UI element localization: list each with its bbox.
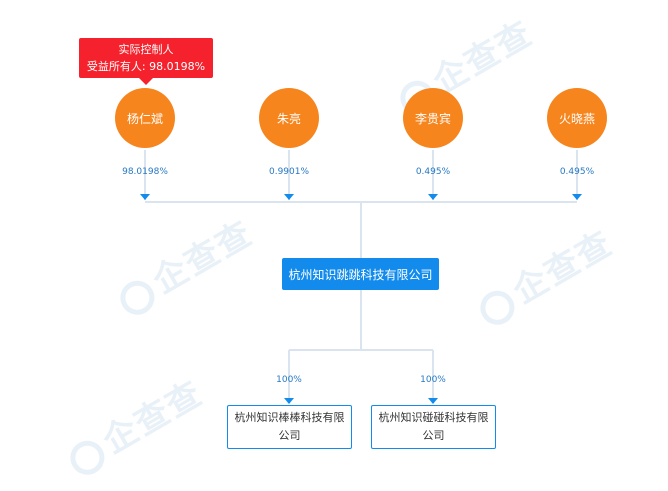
arrow-down-icon	[572, 194, 582, 200]
arrow-down-icon	[428, 194, 438, 200]
arrow-down-icon	[140, 194, 150, 200]
shareholder-node[interactable]: 李贵宾	[403, 88, 463, 148]
subsidiary-name: 杭州知识棒棒科技有限公司	[234, 411, 345, 442]
subsidiary-percent: 100%	[420, 375, 446, 385]
shareholder-percent: 0.495%	[415, 167, 451, 177]
subsidiary-node[interactable]: 杭州知识棒棒科技有限公司	[227, 405, 352, 449]
shareholder-node[interactable]: 火晓燕	[547, 88, 607, 148]
arrow-down-icon	[284, 194, 294, 200]
shareholder-name: 朱亮	[276, 111, 301, 126]
subsidiary-node[interactable]: 杭州知识碰碰科技有限公司	[371, 405, 496, 449]
shareholder-percent: 98.0198%	[122, 167, 168, 177]
shareholder-name: 李贵宾	[414, 111, 451, 126]
main-company-node[interactable]: 杭州知识跳跳科技有限公司	[282, 258, 439, 290]
badge-subtitle: 受益所有人: 98.0198%	[86, 60, 206, 73]
subsidiary-name: 杭州知识碰碰科技有限公司	[378, 411, 489, 442]
shareholder-node[interactable]: 朱亮	[259, 88, 319, 148]
actual-controller-badge: 实际控制人 受益所有人: 98.0198%	[79, 38, 213, 85]
shareholder-node[interactable]: 杨仁斌	[115, 88, 175, 148]
company-name: 杭州知识跳跳科技有限公司	[288, 267, 433, 282]
shareholder-name: 火晓燕	[558, 111, 595, 126]
shareholder-percent: 0.9901%	[268, 167, 310, 177]
badge-title: 实际控制人	[118, 43, 174, 56]
shareholder-percent: 0.495%	[559, 167, 595, 177]
subsidiary-percent: 100%	[276, 375, 302, 385]
arrow-down-icon	[428, 398, 438, 404]
shareholder-name: 杨仁斌	[126, 111, 163, 126]
arrow-down-icon	[284, 398, 294, 404]
